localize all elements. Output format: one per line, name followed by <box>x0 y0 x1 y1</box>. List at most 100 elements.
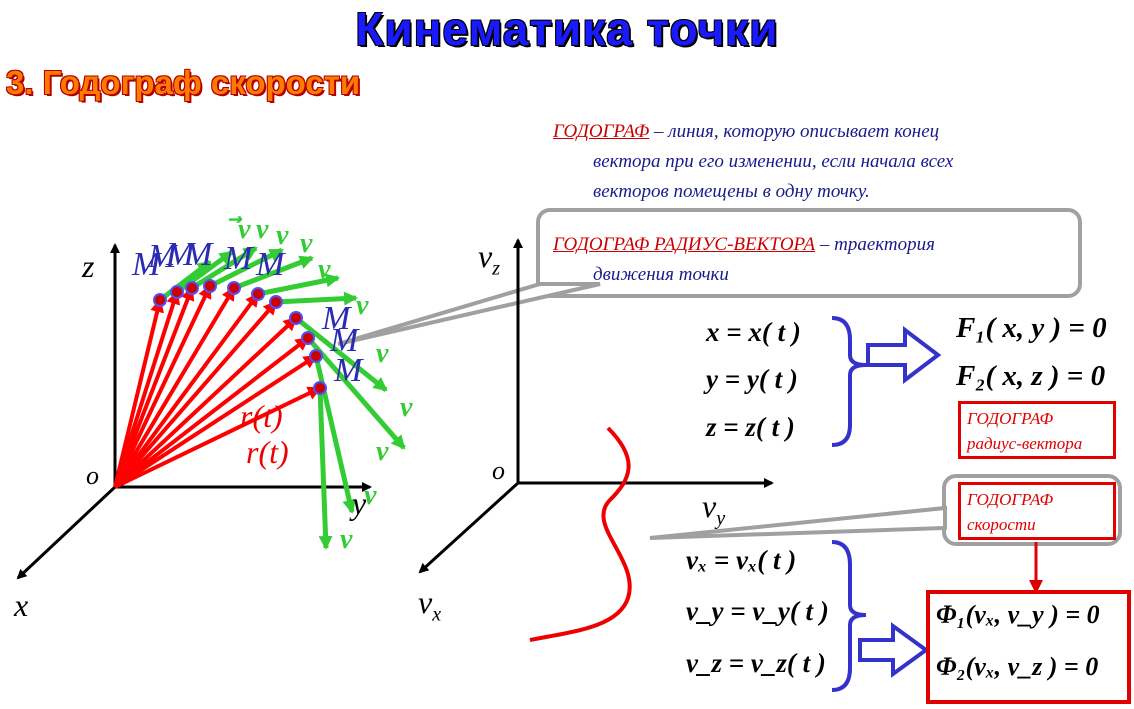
velocity-vector-arrow <box>158 260 212 302</box>
trajectory-point <box>313 381 327 395</box>
velocity-label-v: v <box>364 480 377 511</box>
radius-vectors <box>113 284 322 489</box>
velocity-vector-arrow <box>275 291 358 306</box>
trajectory-point <box>289 311 303 325</box>
point-label-m: M <box>132 246 161 283</box>
radius-hodograph-definition: ГОДОГРАФ РАДИУС-ВЕКТОРА – траектория дви… <box>553 230 935 290</box>
radius-hodograph-term: ГОДОГРАФ РАДИУС-ВЕКТОРА <box>553 234 816 255</box>
axis-vy-label: vy <box>702 488 726 530</box>
point-label-m: M <box>166 236 195 273</box>
radius-box-title: ГОДОГРАФ <box>967 409 1054 428</box>
trajectory-point <box>269 295 283 309</box>
velocity-label-v: v <box>356 290 369 321</box>
eq-trajectory-1: F₁( x, y ) = 0 <box>956 312 1107 344</box>
velocity-vectors <box>158 245 406 550</box>
velocity-label-v: v <box>318 254 331 285</box>
radius-vector-arrow <box>114 386 322 489</box>
eq-position-z: z = z( t ) <box>706 412 795 442</box>
axis-vx-label: vx <box>418 584 442 626</box>
trajectory-point <box>227 281 241 295</box>
radius-vector-arrow <box>113 300 278 489</box>
velocity-vector-arrow <box>257 273 340 297</box>
point-label-m: M <box>322 300 351 337</box>
axis-z-label: z <box>82 248 95 284</box>
velocity-label-v: v <box>400 392 413 423</box>
velocity-vector-arrow <box>233 255 314 291</box>
radius-vector-arrow <box>113 286 195 488</box>
axis-y-label: y <box>352 485 367 521</box>
radius-line1: – траектория <box>815 234 935 255</box>
eq-trajectory-2: F₂( x, z ) = 0 <box>956 360 1106 392</box>
velocity-label-v: v <box>376 436 389 467</box>
origin-left-label: o <box>86 461 99 490</box>
velocity-hodograph-equation-box <box>926 590 1131 704</box>
velocity-box-title: ГОДОГРАФ <box>967 490 1054 509</box>
point-label-m: M <box>184 236 213 273</box>
velocity-vector-arrow <box>294 316 388 392</box>
axis-x-label: x <box>14 587 29 623</box>
eq-velocity-hodograph-1: Φ₁(vₓ, v_y ) = 0 <box>936 600 1100 629</box>
point-label-m: M <box>330 322 359 359</box>
arrow-to-velocity-hodograph <box>858 622 930 678</box>
eq-velocity-z: v_z = v_z( t ) <box>686 648 826 678</box>
radius-vector-hodograph-box: ГОДОГРАФ радиус-вектора <box>958 401 1116 459</box>
point-label-m: M <box>224 240 253 277</box>
point-label-m: M <box>334 352 363 389</box>
brace-position <box>831 316 867 447</box>
velocity-vector-arrow <box>208 247 284 289</box>
eq-velocity-x: vₓ = vₓ( t ) <box>686 545 797 575</box>
velocity-label-v: v <box>300 228 313 259</box>
radius-vector-callout <box>536 208 1082 298</box>
radius-vector-arrow <box>113 284 212 488</box>
trajectory-point <box>153 293 167 307</box>
radius-label: r(t) <box>240 398 283 434</box>
velocity-box-sub: скорости <box>967 515 1036 534</box>
hodograph-line1: – линия, которую описывает конец <box>649 121 940 142</box>
hodograph-line2: вектора при его изменении, если начала в… <box>593 151 954 172</box>
trajectory-point <box>301 331 315 345</box>
velocity-vector-arrow <box>306 336 406 450</box>
velocity-label-v: v <box>376 338 389 369</box>
eq-velocity-y: v_y = v_y( t ) <box>686 596 829 626</box>
eq-velocity-hodograph-2: Φ₂(vₓ, v_z ) = 0 <box>936 652 1099 681</box>
radius-label: r(t) <box>246 434 289 470</box>
hodograph-term: ГОДОГРАФ <box>553 121 650 142</box>
radius-vector-arrow <box>113 286 236 489</box>
velocity-vector-arrow <box>317 387 333 550</box>
eq-position-x: x = x( t ) <box>706 317 801 347</box>
hodograph-line3: векторов помещены в одну точку. <box>593 181 870 202</box>
radius-vector-arrow <box>113 290 181 488</box>
velocity-vector-arrow <box>190 245 258 291</box>
trajectory-point <box>203 279 217 293</box>
velocity-label-v: v <box>256 214 269 245</box>
point-label-m: M <box>148 238 177 275</box>
origin-right-label: o <box>492 456 505 485</box>
slide-title: Кинематика точки <box>355 3 779 55</box>
radius-vector-arrow <box>113 316 298 489</box>
callout-pointer-radius <box>337 282 601 346</box>
radius-vector-arrow <box>113 298 164 488</box>
velocity-label-v: v <box>276 220 289 251</box>
trajectory-point <box>251 287 265 301</box>
axis-vz-label: vz <box>478 238 500 280</box>
axis-vx-line <box>418 481 520 574</box>
radius-vector-arrow <box>113 354 318 489</box>
trajectory-point <box>170 285 184 299</box>
callout-pointer-velocity <box>649 505 947 540</box>
radius-line2: движения точки <box>593 264 729 285</box>
hodograph-definition: ГОДОГРАФ – линия, которую описывает коне… <box>553 117 953 207</box>
trajectory-point <box>309 349 323 363</box>
radius-box-sub: радиус-вектора <box>967 434 1083 453</box>
velocity-hodograph-box: ГОДОГРАФ скорости <box>958 482 1116 540</box>
velocity-hodograph-curve <box>529 426 632 642</box>
velocity-label-v: v <box>340 524 353 555</box>
radius-vector-arrow <box>113 336 310 489</box>
trajectory-point <box>185 281 199 295</box>
eq-position-y: y = y( t ) <box>706 364 798 394</box>
arrow-to-trajectory <box>866 325 942 385</box>
brace-velocity <box>831 540 867 692</box>
point-label-m: M <box>256 246 285 283</box>
radius-vector-arrow <box>113 292 260 489</box>
